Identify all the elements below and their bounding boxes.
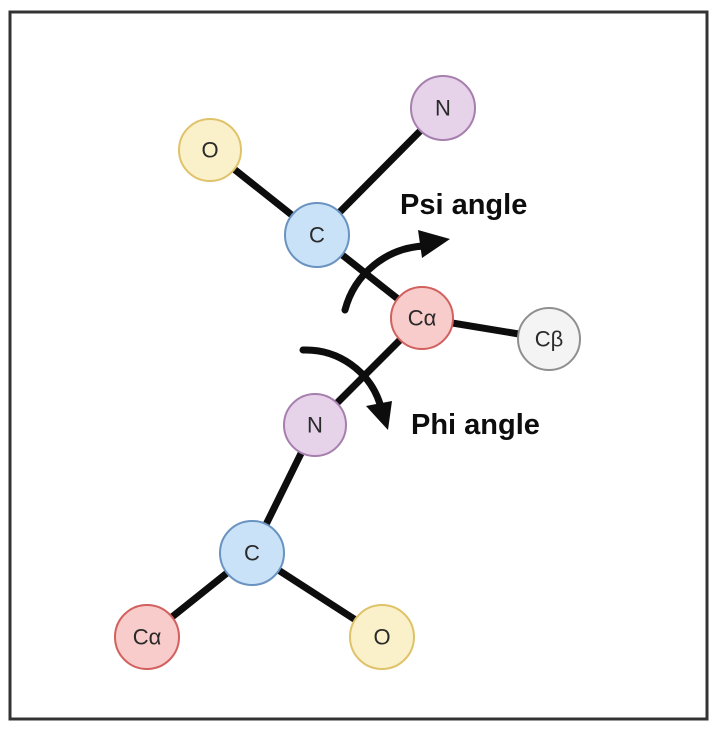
atom-label-C2: C (244, 541, 260, 566)
atom-circle-O1 (178, 118, 242, 182)
atom-label-N2: N (307, 413, 323, 438)
psi-angle-label: Psi angle (400, 189, 527, 221)
atom-circle-CA1 (390, 286, 454, 350)
phi-rotation-arrow-arc (299, 346, 384, 408)
atom-circle-C1 (284, 202, 350, 268)
psi-rotation-arrow-head-icon (418, 230, 450, 258)
atom-circle-O2 (349, 604, 415, 670)
atom-circle-N2 (283, 393, 347, 457)
diagram-frame (8, 10, 709, 721)
atom-label-N1: N (435, 96, 451, 121)
atom-circle-C2 (219, 520, 285, 586)
atom-circle-CB (517, 307, 581, 371)
atom-label-CA2: Cα (133, 625, 162, 650)
atom-label-CB: Cβ (535, 327, 564, 352)
phi-angle-label: Phi angle (411, 409, 540, 441)
atom-label-C1: C (309, 223, 325, 248)
atom-circle-N1 (410, 75, 476, 141)
atom-label-O1: O (201, 138, 218, 163)
phi-rotation-arrow-head-icon (366, 401, 392, 430)
psi-rotation-arrow-arc (341, 242, 428, 314)
atom-label-CA1: Cα (408, 306, 437, 331)
atom-label-O2: O (373, 625, 390, 650)
atom-circle-CA2 (114, 604, 180, 670)
